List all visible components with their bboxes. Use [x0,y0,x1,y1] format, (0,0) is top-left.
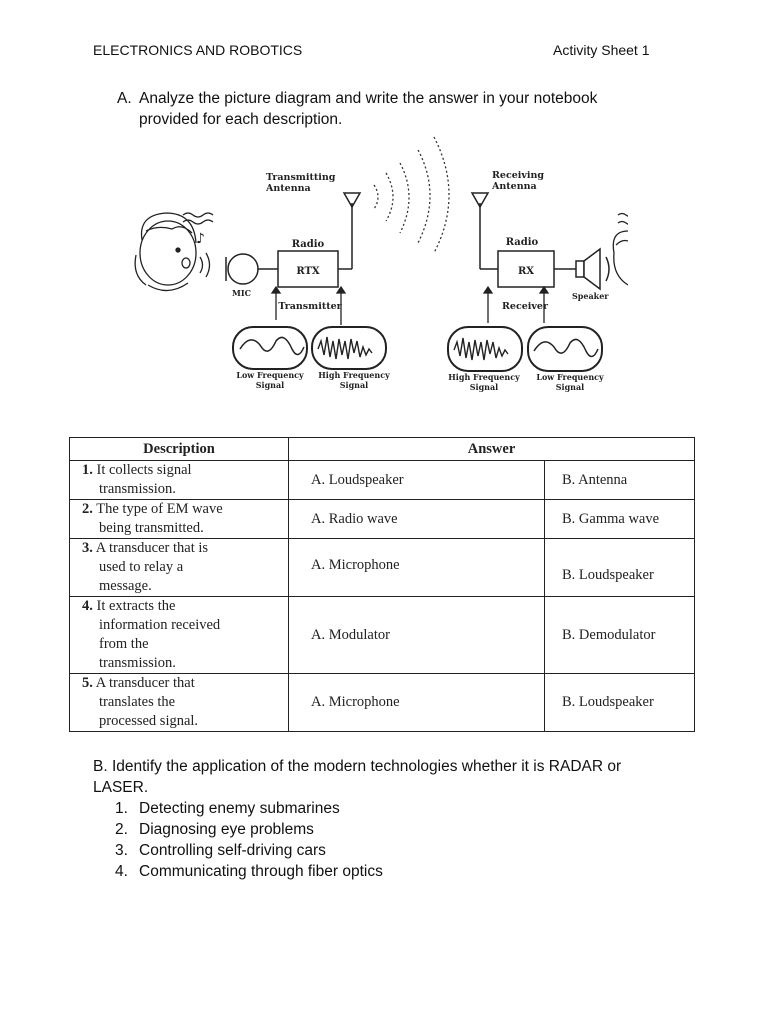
radio-waves-icon [373,136,450,254]
answer-b-cell: B. Antenna [544,460,695,500]
description-line: used to relay a [99,559,184,575]
list-item-number: 2. [115,821,128,838]
list-item-number: 4. [115,863,128,880]
radio-communication-diagram: ♪ MIC RTX Radio Transmitting Antenna Tra… [134,136,628,392]
description-line: translates the [99,694,176,710]
row-number: 1. [82,462,93,478]
transmitter-label: Transmitter [278,301,342,312]
transmitting-antenna-icon [338,192,362,270]
low-frequency-right-label-1: Low Frequency [536,372,604,382]
low-frequency-signal-right-icon [527,326,603,372]
speaker-label: Speaker [572,291,609,301]
description-line: transmission. [99,481,176,497]
description-line: transmission. [99,655,176,671]
low-frequency-left-label-2: Signal [256,380,284,390]
transmitting-antenna-label-2: Antenna [265,183,311,194]
row-number: 5. [82,675,93,691]
section-a-instruction: Analyze the picture diagram and write th… [139,90,598,128]
list-item-text: Diagnosing eye problems [139,821,314,838]
receiving-antenna-label-2: Antenna [491,181,537,192]
rtx-label: RTX [296,266,320,277]
description-line: A transducer that [95,675,195,691]
high-frequency-signal-right-icon [447,326,523,372]
description-line: being transmitted. [99,520,204,536]
description-line: It extracts the [96,598,176,614]
svg-text:♪: ♪ [196,231,205,247]
description-line: from the [99,636,149,652]
description-cell: 3. A transducer that is used to relay a me… [69,538,289,597]
answer-b-cell: B. Gamma wave [544,499,695,539]
list-item: 3. Controlling self-driving cars [93,840,683,861]
answer-a-cell: A. Microphone [288,673,545,732]
section-b-list: 1. Detecting enemy submarines 2. Diagnosin… [93,798,683,882]
high-frequency-right-label-1: High Frequency [448,372,520,382]
listening-person-icon [612,212,628,286]
table-row: 5. A transducer that translates the proces… [69,673,695,732]
description-line: A transducer that is [95,540,209,556]
transmitting-antenna-label-1: Transmitting [266,172,336,183]
table-row: 1. It collects signal transmission. A. Lo… [69,460,695,500]
table-row: 3. A transducer that is used to relay a me… [69,538,695,597]
low-frequency-signal-left-icon [232,326,308,370]
radio-right-label: Radio [506,237,539,248]
section-b-instruction-line-2: LASER. [93,779,149,796]
rx-label: RX [518,266,534,277]
answer-b-cell: B. Loudspeaker [544,673,695,732]
description-cell: 5. A transducer that translates the proces… [69,673,289,732]
description-cell: 4. It extracts the information received fr… [69,596,289,674]
microphone-icon [225,253,278,285]
answer-a-cell: A. Radio wave [288,499,545,539]
table-row: 4. It extracts the information received fr… [69,596,695,674]
table-row: 2. The type of EM wave being transmitted.… [69,499,695,539]
high-frequency-right-label-2: Signal [470,382,498,392]
high-frequency-signal-left-icon [311,326,387,370]
high-frequency-left-label-1: High Frequency [318,370,390,380]
row-number: 2. [82,501,93,517]
row-number: 4. [82,598,93,614]
mic-label: MIC [232,288,251,298]
description-cell: 1. It collects signal transmission. [69,460,289,500]
section-b-instruction-line-1: B. Identify the application of the moder… [93,758,622,775]
description-line: message. [99,578,152,594]
speaking-person-icon: ♪ [134,212,214,292]
answer-b-cell: B. Loudspeaker [544,538,695,597]
answer-header: Answer [288,437,695,461]
list-item: 2. Diagnosing eye problems [93,819,683,840]
list-item-text: Communicating through fiber optics [139,863,383,880]
section-a-label: A. [117,90,132,107]
row-number: 3. [82,540,93,556]
description-line: information received [99,617,221,633]
description-line: processed signal. [99,713,199,729]
answer-a-cell: A. Loudspeaker [288,460,545,500]
description-header: Description [69,437,289,461]
receiver-label: Receiver [502,301,549,312]
question-table: Description Answer 1. It collects signal… [69,437,695,732]
list-item-number: 1. [115,800,128,817]
header-sheet-title: Activity Sheet 1 [553,42,650,58]
description-cell: 2. The type of EM wave being transmitted. [69,499,289,539]
list-item: 4. Communicating through fiber optics [93,861,683,882]
header-subject: ELECTRONICS AND ROBOTICS [93,42,303,58]
speaker-icon [554,247,610,291]
list-item-text: Controlling self-driving cars [139,842,326,859]
section-b: B. Identify the application of the moder… [93,756,683,882]
receiving-antenna-label-1: Receiving [492,170,544,181]
list-item: 1. Detecting enemy submarines [93,798,683,819]
low-frequency-right-label-2: Signal [556,382,584,392]
rtx-box [277,250,339,288]
radio-left-label: Radio [292,239,325,250]
answer-a-cell: A. Modulator [288,596,545,674]
high-frequency-left-label-2: Signal [340,380,368,390]
list-item-text: Detecting enemy submarines [139,800,340,817]
table-header-row: Description Answer [69,437,695,461]
answer-a-cell: A. Microphone [288,538,545,597]
low-frequency-left-label-1: Low Frequency [236,370,304,380]
description-line: It collects signal [96,462,192,478]
description-line: The type of EM wave [96,501,223,517]
answer-b-cell: B. Demodulator [544,596,695,674]
list-item-number: 3. [115,842,128,859]
receiving-antenna-icon [470,192,498,270]
